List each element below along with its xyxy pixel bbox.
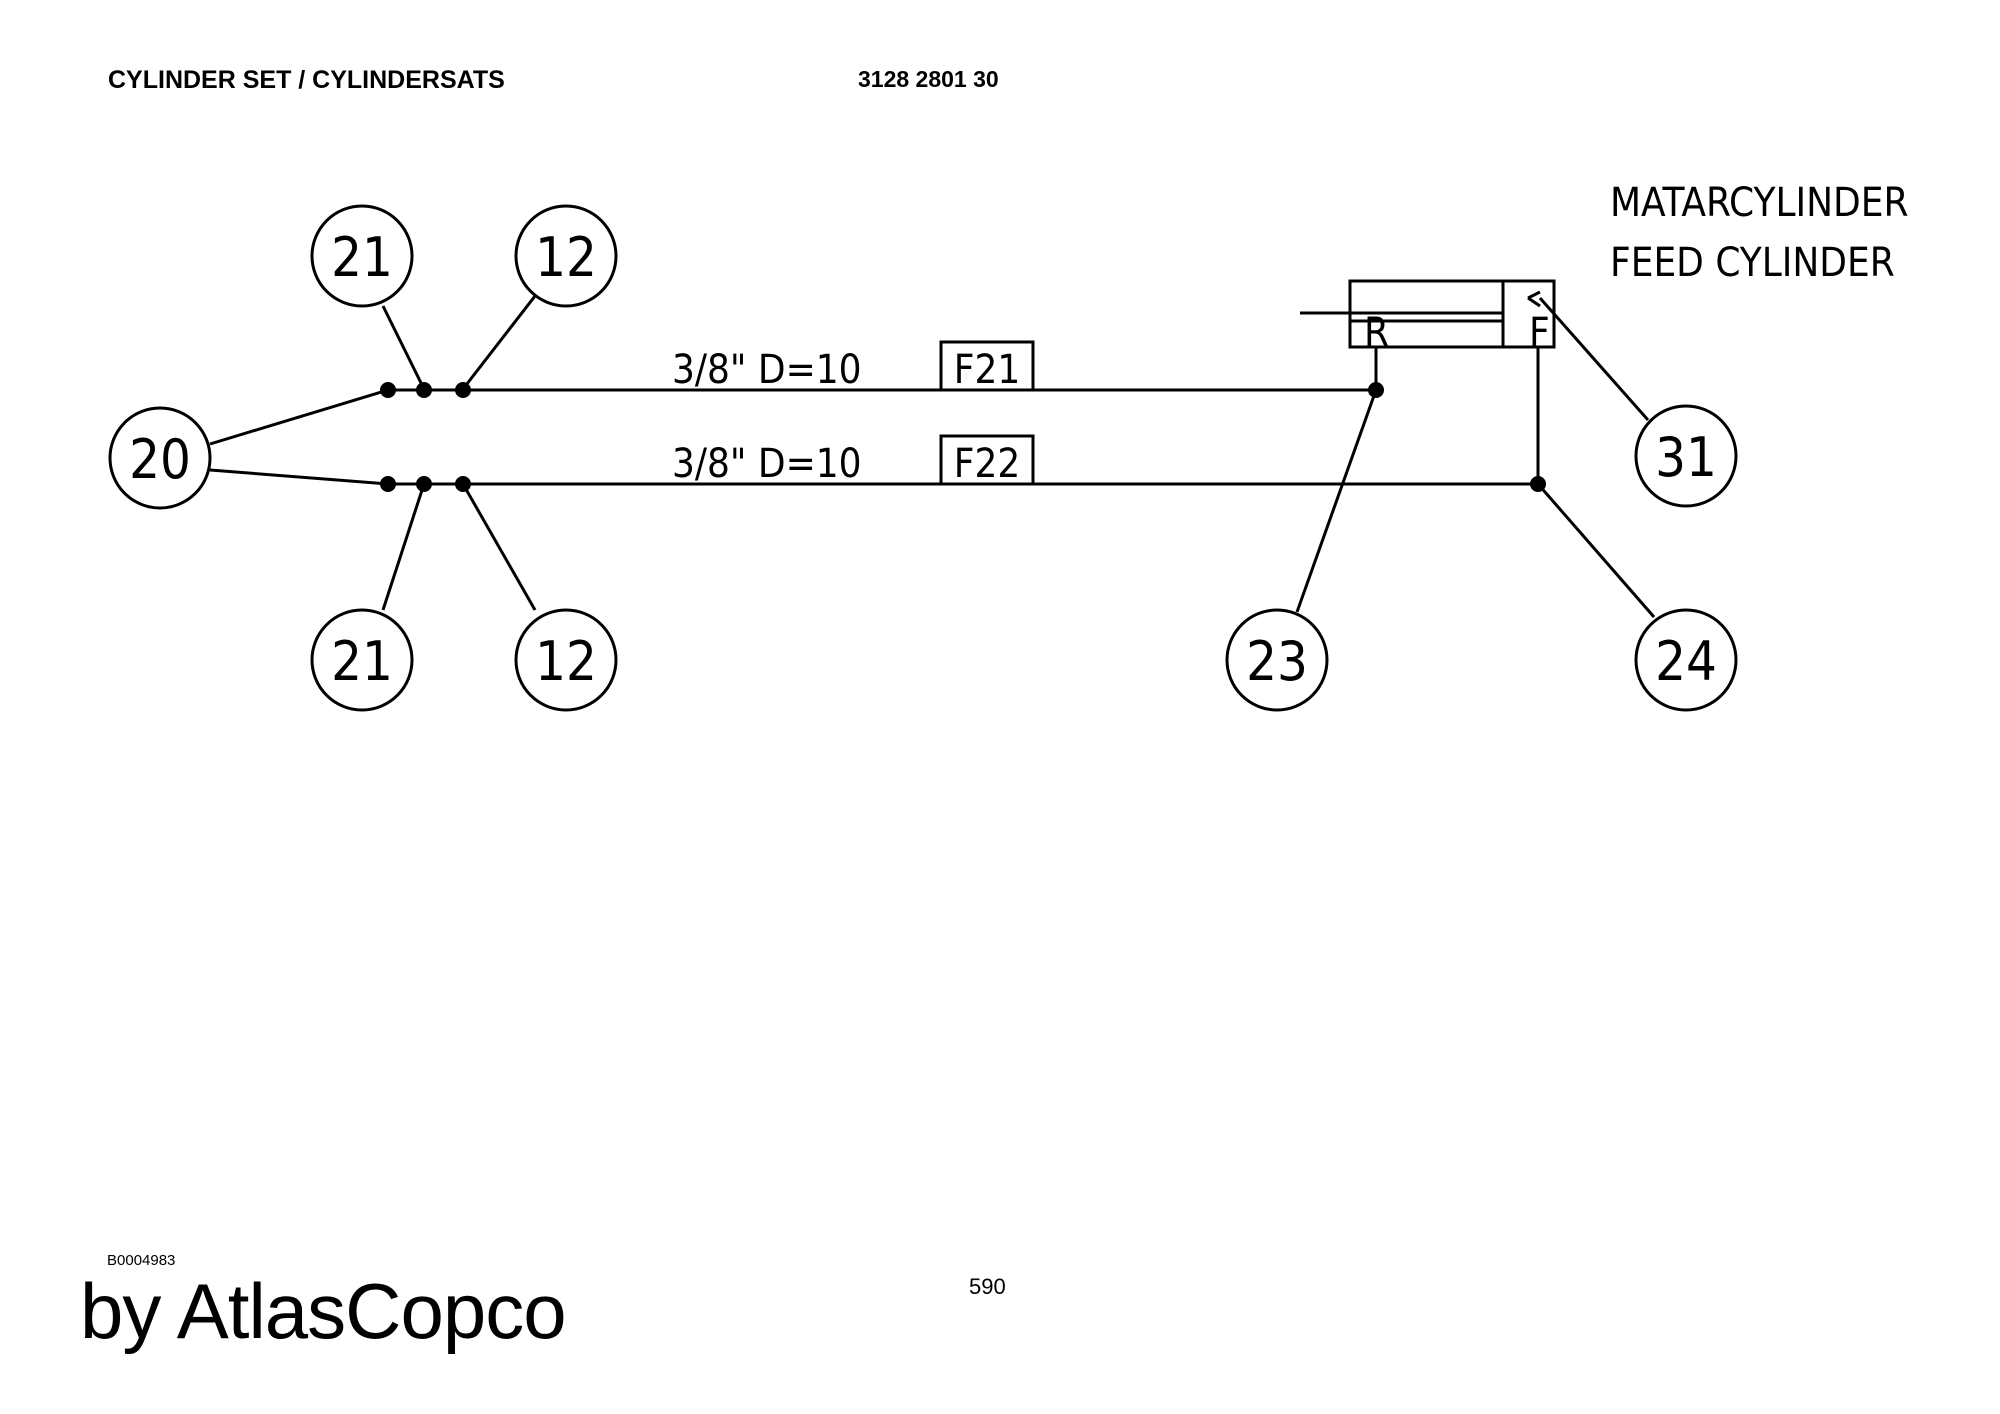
leader-31 (1538, 297, 1650, 421)
leader-12-top (461, 295, 537, 390)
leader-12-bottom (461, 483, 537, 611)
bubble-label-12-bottom: 12 (535, 630, 597, 693)
page-title: CYLINDER SET / CYLINDERSATS (108, 66, 505, 94)
part-number: 3128 2801 30 (858, 66, 999, 92)
bubble-21-top (310, 204, 414, 308)
bubble-20 (108, 406, 212, 510)
junction-dot (455, 476, 471, 492)
junction-dot (455, 382, 471, 398)
hose-spec-top: 3/8" D=10 (672, 347, 862, 393)
hydraulic-diagram: MATARCYLINDER FEED CYLINDER R F 3/8" D=1… (108, 180, 1908, 712)
page-number: 590 (969, 1274, 1006, 1299)
leader-24 (1536, 483, 1656, 618)
hose-spec-bottom: 3/8" D=10 (672, 441, 862, 487)
leader-20-bottom (209, 468, 389, 486)
port-f-label: F (1529, 310, 1550, 356)
bubble-label-12-top: 12 (535, 226, 597, 289)
junction-dot (380, 476, 396, 492)
port-r-label: R (1364, 310, 1389, 356)
junction-dot (416, 476, 432, 492)
leader-20-top (209, 388, 389, 446)
figure-code: B0004983 (107, 1252, 176, 1269)
bubble-21-bottom (310, 608, 414, 712)
cylinder-title-line2: FEED CYLINDER (1610, 240, 1895, 286)
leader-21-top (381, 305, 426, 390)
cylinder-title-line1: MATARCYLINDER (1610, 180, 1908, 226)
bubble-24 (1634, 608, 1738, 712)
bubble-31 (1634, 404, 1738, 508)
bubble-12-bottom (514, 608, 618, 712)
vent-mark-a (1527, 290, 1541, 300)
junction-dot (1368, 382, 1384, 398)
bubble-label-31: 31 (1655, 426, 1717, 489)
bubble-label-21-bottom: 21 (331, 630, 393, 693)
tag-label-top: F21 (954, 347, 1020, 393)
bubble-12-top (514, 204, 618, 308)
leader-21-bottom (381, 483, 426, 611)
tag-label-bottom: F22 (954, 441, 1020, 487)
brand-watermark: by AtlasCopco (80, 1267, 567, 1355)
leader-23 (1295, 389, 1378, 613)
bubble-label-21-top: 21 (331, 226, 393, 289)
tag-box-bottom (939, 434, 1035, 486)
bubble-label-20: 20 (129, 428, 191, 491)
bubble-23 (1225, 608, 1329, 712)
bubble-label-24: 24 (1655, 630, 1717, 693)
junction-dot (380, 382, 396, 398)
tag-box-top (939, 340, 1035, 392)
bubble-label-23: 23 (1246, 630, 1308, 693)
junction-dot (416, 382, 432, 398)
vent-mark-b (1527, 296, 1541, 308)
junction-dot (1530, 476, 1546, 492)
